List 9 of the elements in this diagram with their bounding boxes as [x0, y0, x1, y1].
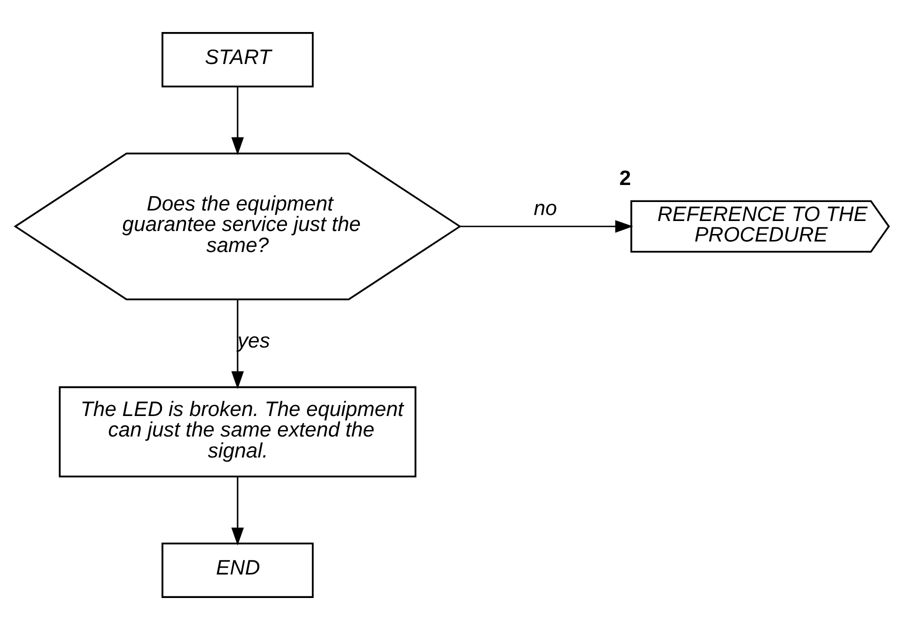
arrow — [230, 299, 244, 389]
node-label: 2 — [618, 166, 630, 190]
arrow — [459, 220, 633, 232]
node-box: The LED is broken. The equipment can just the same extend the signal. — [58, 386, 416, 477]
node-box: END — [161, 542, 314, 598]
arrow — [230, 476, 244, 546]
edge-label: no — [533, 196, 556, 220]
node-box: START — [161, 32, 314, 87]
arrow — [230, 86, 244, 155]
